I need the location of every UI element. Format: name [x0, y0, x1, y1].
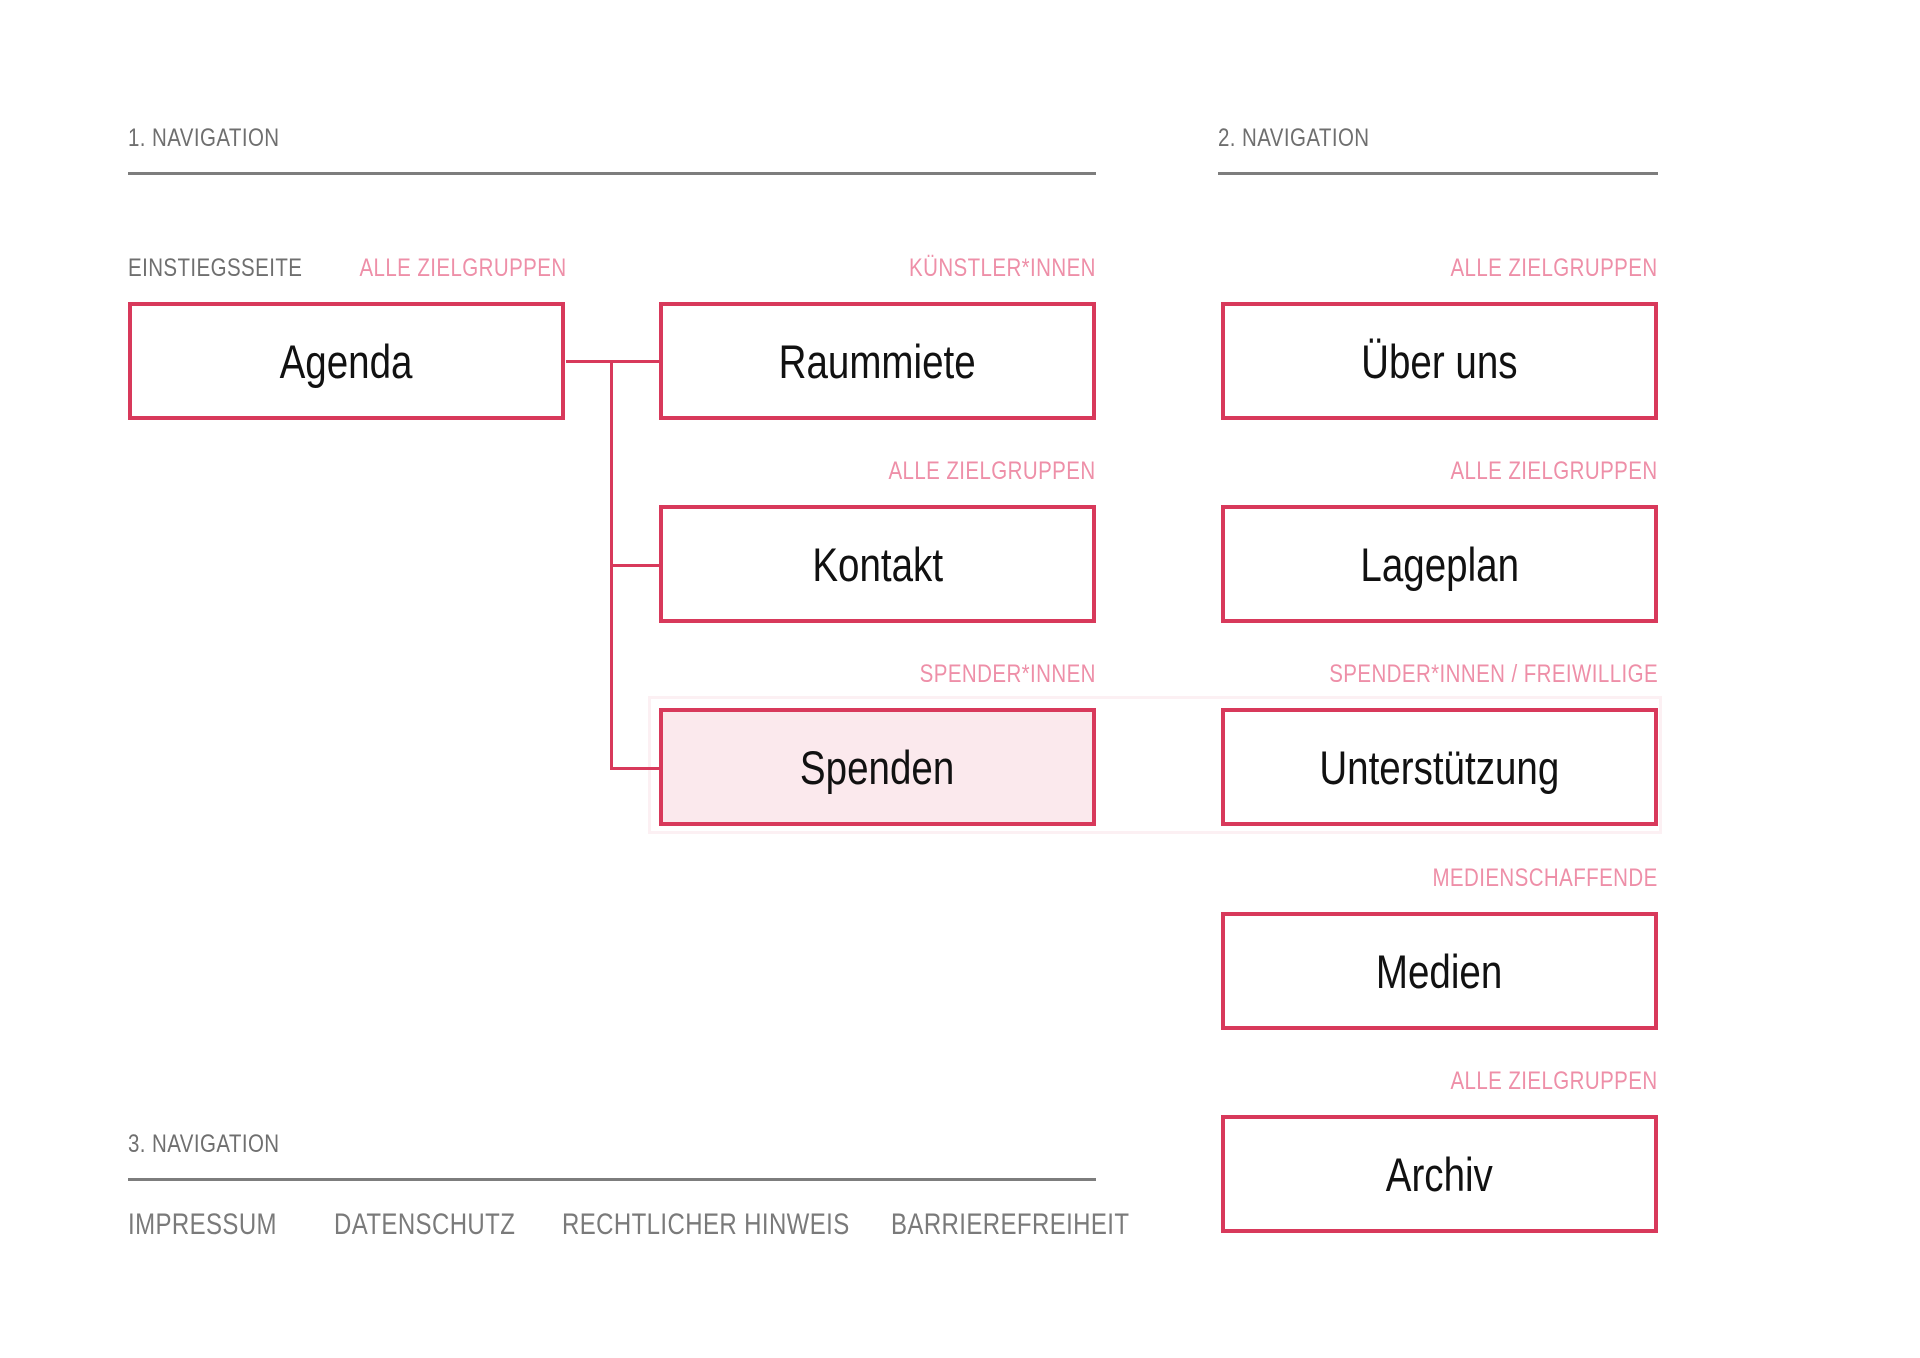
- page-node-agenda[interactable]: Agenda: [128, 302, 565, 420]
- related-pages-highlight: [648, 696, 1662, 834]
- nav3-divider: [128, 1178, 1096, 1181]
- page-node-unterstuetzung[interactable]: Unterstützung: [1221, 708, 1658, 826]
- nav1-divider: [128, 172, 1096, 175]
- footer-link-impressum[interactable]: IMPRESSUM: [128, 1208, 277, 1241]
- page-node-raummiete[interactable]: Raummiete: [659, 302, 1096, 420]
- page-node-label: Archiv: [1385, 1147, 1494, 1201]
- page-node-lageplan[interactable]: Lageplan: [1221, 505, 1658, 623]
- page-node-label: Kontakt: [812, 537, 943, 591]
- footer-link-rechtlicher-hinweis[interactable]: RECHTLICHER HINWEIS: [562, 1208, 850, 1241]
- page-node-label: Lageplan: [1360, 537, 1519, 591]
- page-node-label: Über uns: [1361, 334, 1518, 388]
- audience-tag-archiv: ALLE ZIELGRUPPEN: [1450, 1067, 1658, 1095]
- page-node-label: Medien: [1376, 944, 1503, 998]
- page-node-archiv[interactable]: Archiv: [1221, 1115, 1658, 1233]
- audience-tag-spenden: SPENDER*INNEN: [919, 660, 1096, 688]
- page-node-label: Unterstützung: [1319, 740, 1560, 794]
- footer-link-barrierefreiheit[interactable]: BARRIEREFREIHEIT: [891, 1208, 1130, 1241]
- page-node-kontakt[interactable]: Kontakt: [659, 505, 1096, 623]
- page-node-label: Raummiete: [778, 334, 977, 388]
- page-node-medien[interactable]: Medien: [1221, 912, 1658, 1030]
- audience-tag-raummiete: KÜNSTLER*INNEN: [909, 254, 1096, 282]
- page-node-label: Spenden: [800, 740, 955, 794]
- audience-tag-medien: MEDIENSCHAFFENDE: [1432, 864, 1658, 892]
- nav2-divider: [1218, 172, 1658, 175]
- nav1-heading: 1. NAVIGATION: [128, 124, 280, 152]
- audience-tag-lageplan: ALLE ZIELGRUPPEN: [1450, 457, 1658, 485]
- page-node-spenden[interactable]: Spenden: [659, 708, 1096, 826]
- connector-spenden: [610, 767, 659, 770]
- connector-kontakt: [610, 564, 659, 567]
- audience-tag-ueber-uns: ALLE ZIELGRUPPEN: [1450, 254, 1658, 282]
- audience-tag-agenda: ALLE ZIELGRUPPEN: [359, 254, 567, 282]
- entry-page-label: EINSTIEGSSEITE: [128, 254, 303, 282]
- nav2-heading: 2. NAVIGATION: [1218, 124, 1370, 152]
- footer-link-datenschutz[interactable]: DATENSCHUTZ: [334, 1208, 516, 1241]
- audience-tag-kontakt: ALLE ZIELGRUPPEN: [888, 457, 1096, 485]
- page-node-ueber-uns[interactable]: Über uns: [1221, 302, 1658, 420]
- audience-tag-unterstuetzung: SPENDER*INNEN / FREIWILLIGE: [1329, 660, 1658, 688]
- nav3-heading: 3. NAVIGATION: [128, 1130, 280, 1158]
- page-node-label: Agenda: [280, 334, 413, 388]
